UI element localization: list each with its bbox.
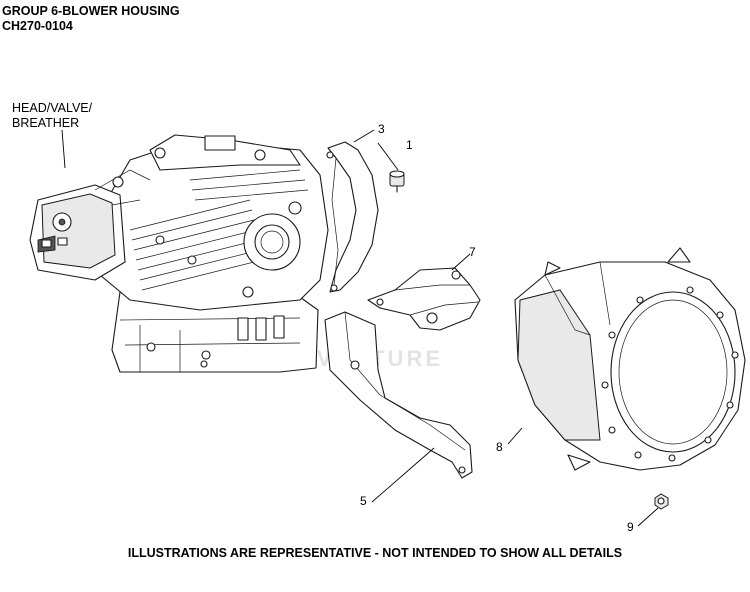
callout-3: 3 — [378, 122, 385, 136]
model-number: CH270-0104 — [2, 19, 73, 33]
callout-7: 7 — [469, 245, 476, 259]
engine-assembly — [29, 134, 329, 373]
leader-lines — [61, 129, 659, 527]
breather-line: BREATHER — [12, 116, 80, 130]
callout-8: 8 — [496, 440, 503, 454]
callout-5: 5 — [360, 494, 367, 508]
head-valve-line: HEAD/VALVE/ — [12, 101, 93, 115]
part-1-screw — [389, 170, 405, 193]
diagram-title: GROUP 6-BLOWER HOUSING — [2, 4, 180, 18]
part-3-cylinder-shroud — [326, 141, 379, 293]
part-7-bracket — [367, 267, 481, 331]
part-5-baffle — [324, 311, 473, 479]
disclaimer-footer: ILLUSTRATIONS ARE REPRESENTATIVE - NOT I… — [127, 546, 623, 560]
head-valve-breather-label: HEAD/VALVE/ BREATHER — [12, 101, 92, 131]
part-8-blower-housing — [514, 247, 746, 471]
part-9-nut — [654, 493, 669, 510]
callout-9: 9 — [627, 520, 634, 534]
callout-1: 1 — [406, 138, 413, 152]
